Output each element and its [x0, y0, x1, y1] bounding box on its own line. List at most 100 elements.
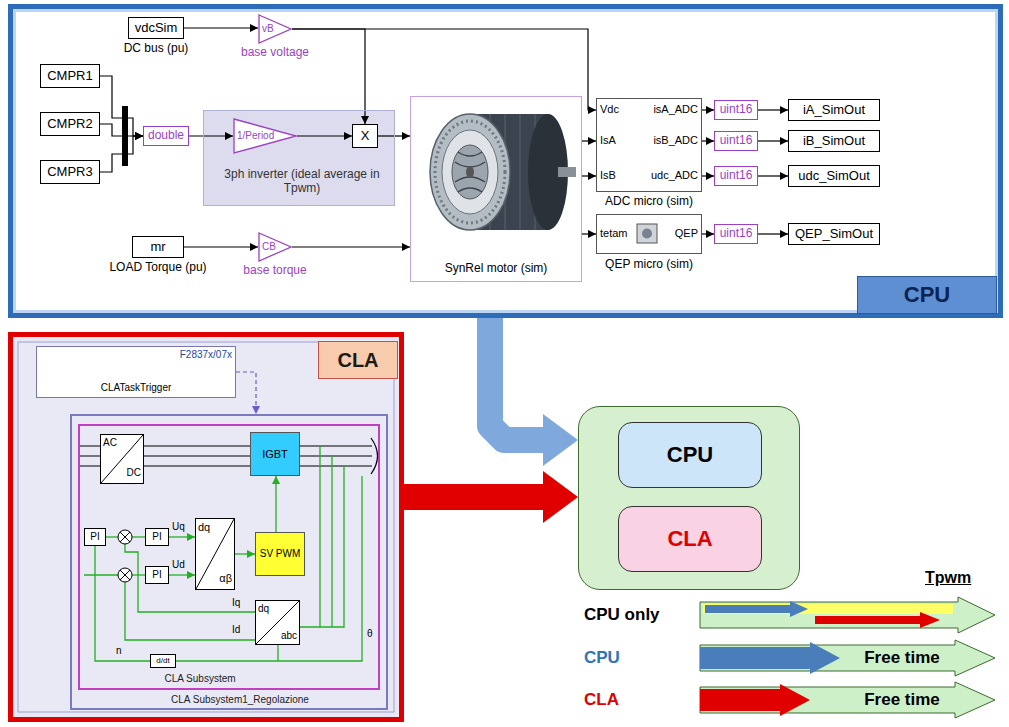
block-text: uint16: [720, 227, 753, 241]
source-block: vdcSimDC bus (pu): [128, 17, 184, 39]
trigger-block: F2837x/07xCLATaskTrigger: [36, 346, 236, 398]
text-slot: base voltage: [226, 46, 324, 60]
drawing-part: [466, 166, 474, 178]
block-label: base torque: [228, 264, 322, 278]
core-box: CPU: [618, 422, 762, 488]
signal-wire: [189, 135, 233, 136]
subsystem-frame: CLA Subsystem1_RegolazioneCLA SubsystemA…: [70, 414, 388, 710]
block-text: X: [361, 129, 370, 144]
drawing-part: [700, 640, 995, 676]
inverter-ground: [204, 111, 394, 205]
panel-tag: CLA: [318, 341, 398, 379]
signal-wire: [100, 136, 143, 172]
port-name: isB_ADC: [640, 134, 698, 147]
derivative-block: d/dt: [150, 654, 176, 668]
drawing-part: [520, 114, 521, 230]
drawing-part: [371, 438, 378, 474]
source-block: CMPR1: [40, 64, 100, 88]
text-slot: Id: [232, 624, 240, 636]
cla-panel: CLA F2837x/07xCLATaskTriggerCLA Subsystem…: [8, 332, 404, 722]
convert-block: uint16: [714, 224, 758, 244]
block-text: IGBT: [262, 448, 288, 461]
text-slot: Free time: [852, 648, 952, 668]
period-label: Tpwm: [925, 569, 971, 587]
text-slot: DC: [120, 467, 141, 479]
motor-illustration: [430, 114, 576, 230]
block-text: d/dt: [156, 656, 169, 665]
block-label: base voltage: [226, 46, 324, 60]
text-slot: IsA: [600, 134, 636, 147]
control-wire: [275, 476, 276, 532]
text-slot: DC bus (pu): [100, 42, 212, 56]
signal-wire: [582, 140, 596, 141]
time-text: Free time: [852, 648, 952, 668]
signal-wire: [758, 175, 788, 176]
source-block: mrLOAD Torque (pu): [132, 236, 184, 258]
text-slot: tetam: [600, 227, 636, 240]
igbt-block: IGBT: [250, 432, 300, 476]
drawing-part: [700, 684, 810, 716]
convert-block: uint16: [714, 131, 758, 151]
control-wire: [169, 536, 195, 537]
block-text: dq: [198, 521, 216, 534]
text-slot: CLATaskTrigger: [40, 382, 232, 394]
signal-wire: [702, 109, 714, 110]
text-slot: Iq: [232, 597, 240, 609]
cpu-panel: CPU vdcSimDC bus (pu) vB base voltageCMPR1C…: [8, 4, 1003, 318]
port-name: IsB: [600, 169, 636, 182]
pwm-block: SV PWM: [255, 532, 305, 576]
drawing-part: [700, 642, 840, 674]
chip-name: F2837x/07x: [146, 349, 232, 361]
drawing-part: [256, 601, 299, 644]
time-arrow: Free time: [700, 682, 995, 718]
block-label: ADC micro (sim): [590, 195, 708, 209]
block-text: PI: [152, 569, 161, 581]
signal-wire: [758, 109, 788, 110]
drawing-part: [705, 601, 808, 617]
node-shape: [700, 640, 995, 676]
drawing-part: [132, 536, 145, 537]
flow-arrow: [404, 471, 578, 523]
converter-block: AC DC: [100, 434, 144, 484]
port-name: udc_ADC: [640, 169, 698, 182]
block-label: DC bus (pu): [100, 42, 212, 56]
row-label: CPU: [584, 648, 620, 668]
block-text: udc_SimOut: [798, 169, 870, 184]
flow-arrow-body: [404, 484, 544, 510]
signal-name: θ: [367, 628, 373, 640]
port-name: tetam: [600, 227, 636, 240]
text-slot: LOAD Torque (pu): [92, 261, 224, 275]
drawing-part: [95, 546, 150, 661]
signal-name: n: [116, 645, 122, 657]
text-slot: CPU only: [584, 605, 660, 625]
text-slot: IsB: [600, 169, 636, 182]
drawing-part: [455, 152, 485, 192]
text-slot: dq: [258, 603, 276, 615]
text-slot: θ: [367, 628, 373, 640]
flow-arrow-head: [543, 414, 578, 466]
text-slot: CPU: [857, 276, 997, 314]
drawing-part: [234, 119, 296, 153]
text-slot: AC: [103, 437, 123, 449]
block-text: CB: [262, 241, 276, 253]
block-text: αβ: [214, 572, 232, 585]
source-block: CMPR2: [40, 112, 100, 136]
drawing-part: [442, 130, 498, 214]
text-slot: 3ph inverter (ideal average in Tpwm): [222, 168, 382, 196]
drawing-part: [120, 532, 130, 542]
drawing-part: [259, 233, 291, 261]
text-slot: isA_ADC: [640, 103, 698, 116]
block-text: uint16: [720, 103, 753, 117]
transform-block: dqabc: [255, 600, 300, 645]
pi-block: PI: [145, 528, 169, 546]
block-text: vB: [262, 23, 274, 35]
pi-block: PI: [145, 566, 169, 584]
signal-name: Ud: [172, 559, 185, 571]
signal-wire: [702, 233, 714, 234]
signal-name: Iq: [232, 597, 240, 609]
text-slot: SynRel motor (sim): [410, 262, 582, 276]
time-text: Free time: [852, 690, 952, 710]
text-slot: CPU: [584, 648, 620, 668]
